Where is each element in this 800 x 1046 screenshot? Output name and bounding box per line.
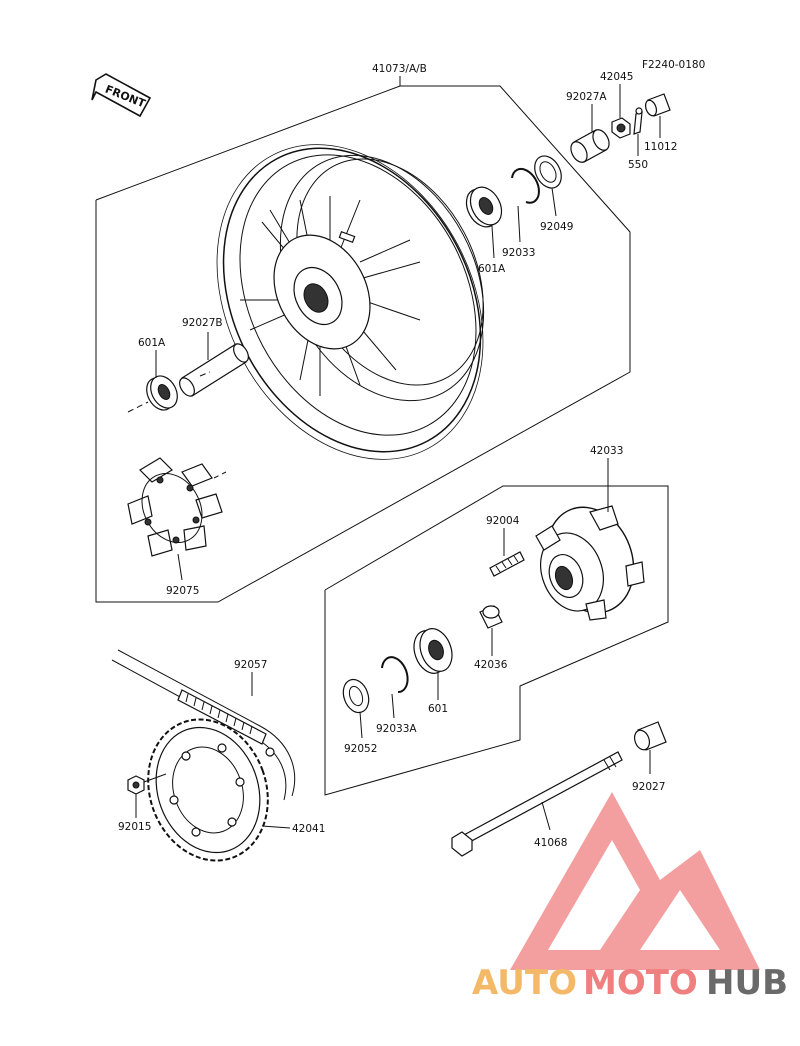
part-92033-circlip bbox=[511, 168, 540, 204]
label-92049: 92049 bbox=[540, 221, 573, 233]
label-92027A: 92027A bbox=[566, 91, 607, 103]
label-92027: 92027 bbox=[632, 781, 665, 793]
part-92004-stud bbox=[489, 551, 525, 577]
label-92075: 92075 bbox=[166, 585, 199, 597]
label-92033: 92033 bbox=[502, 247, 535, 259]
label-550: 550 bbox=[628, 159, 648, 171]
label-41073: 41073/A/B bbox=[372, 63, 427, 75]
part-92052-seal bbox=[342, 678, 370, 714]
watermark-moto: MOTO bbox=[583, 963, 698, 1003]
front-direction-arrow: FRONT bbox=[91, 73, 152, 118]
part-92033A-circlip bbox=[381, 656, 409, 694]
part-601A-bearing-left bbox=[146, 375, 178, 411]
part-92015-nut bbox=[127, 775, 145, 795]
part-92027B-spacer bbox=[179, 343, 249, 397]
hub-group-frame bbox=[324, 485, 669, 796]
label-92015: 92015 bbox=[118, 821, 151, 833]
part-92049-seal bbox=[534, 155, 562, 189]
part-550-cotter-pin bbox=[633, 107, 643, 135]
label-42036: 42036 bbox=[474, 659, 508, 671]
part-42036-collar bbox=[479, 605, 503, 629]
label-41068: 41068 bbox=[534, 837, 567, 849]
label-601A-left: 601A bbox=[138, 337, 166, 349]
label-92033A: 92033A bbox=[376, 723, 417, 735]
part-42041-sprocket bbox=[147, 718, 269, 862]
part-92027A-collar bbox=[570, 129, 610, 163]
label-42033: 42033 bbox=[590, 445, 623, 457]
part-11012-cap bbox=[644, 93, 671, 117]
label-92027B: 92027B bbox=[182, 317, 223, 329]
watermark-auto: AUTO bbox=[472, 963, 577, 1003]
watermark-triangle-icon bbox=[510, 792, 760, 970]
rear-wheel bbox=[216, 144, 485, 460]
label-601A-top: 601A bbox=[478, 263, 506, 275]
part-41068-axle bbox=[451, 751, 623, 857]
part-42045-nut bbox=[611, 117, 631, 139]
watermark-logo: AUTO MOTO HUB bbox=[472, 792, 788, 1003]
label-11012: 11012 bbox=[644, 141, 677, 153]
part-601-bearing bbox=[413, 628, 453, 674]
part-601A-bearing-top bbox=[465, 186, 503, 228]
label-42041: 42041 bbox=[292, 823, 325, 835]
part-92075-damper bbox=[127, 457, 223, 557]
part-42033-coupling bbox=[535, 505, 645, 621]
label-92057: 92057 bbox=[234, 659, 267, 671]
label-42045: 42045 bbox=[600, 71, 633, 83]
reference-code: F2240-0180 bbox=[642, 59, 705, 71]
wheel-group-frame bbox=[95, 85, 631, 603]
watermark-hub: HUB bbox=[706, 963, 788, 1003]
part-92027-collar bbox=[633, 721, 667, 751]
part-92057-chain bbox=[111, 649, 296, 801]
label-601: 601 bbox=[428, 703, 448, 715]
label-92004: 92004 bbox=[486, 515, 520, 527]
label-92052: 92052 bbox=[344, 743, 377, 755]
